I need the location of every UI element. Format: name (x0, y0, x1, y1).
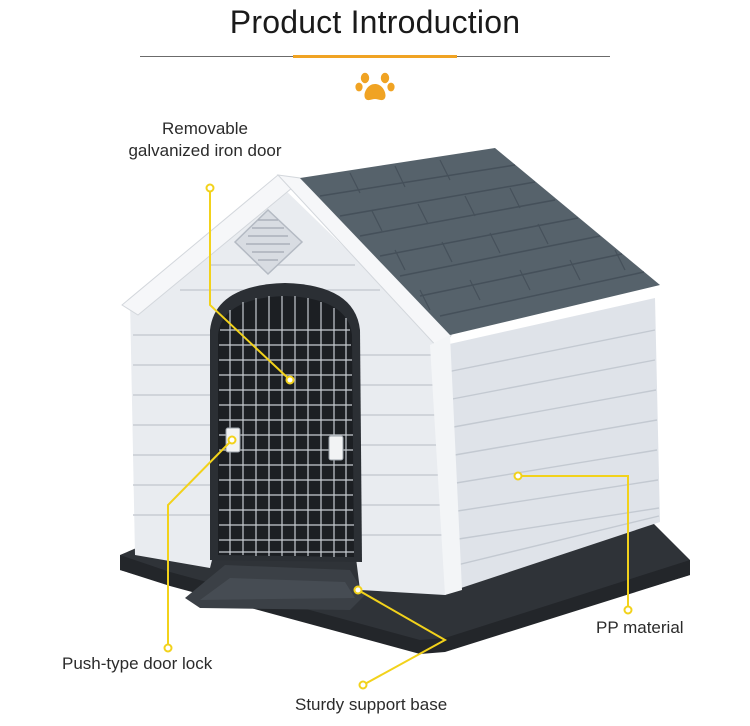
callout-door-line1: Removable (162, 119, 248, 138)
material-leader-dot (513, 471, 523, 481)
lock-leader-dot (227, 435, 237, 445)
side-wall (445, 298, 660, 590)
callout-door-line2: galvanized iron door (128, 141, 282, 160)
lock-leader-dot-bottom (163, 643, 173, 653)
iron-door (210, 283, 362, 562)
lock-leader-line (167, 439, 233, 648)
callout-door-label: Removable galvanized iron door (110, 118, 300, 162)
door-leader-line (209, 188, 291, 381)
roof (300, 148, 660, 335)
door-lock-right (328, 435, 344, 461)
door-leader-dot-top (205, 183, 215, 193)
door-leader-dot (285, 375, 295, 385)
base-leader-dot (353, 585, 363, 595)
base-leader-line (357, 589, 448, 686)
material-leader-line (518, 475, 629, 610)
base-leader-dot-bottom (358, 680, 368, 690)
paw-icon (355, 72, 395, 101)
roof-vent (233, 208, 304, 276)
callout-lock-label: Push-type door lock (62, 654, 213, 673)
material-leader-dot-bottom (623, 605, 633, 615)
callout-lines (167, 188, 629, 686)
title-divider-accent (293, 55, 457, 58)
callout-material-label: PP material (596, 618, 684, 637)
page-title: Product Introduction (229, 4, 521, 40)
callout-base-label: Sturdy support base (295, 695, 448, 714)
